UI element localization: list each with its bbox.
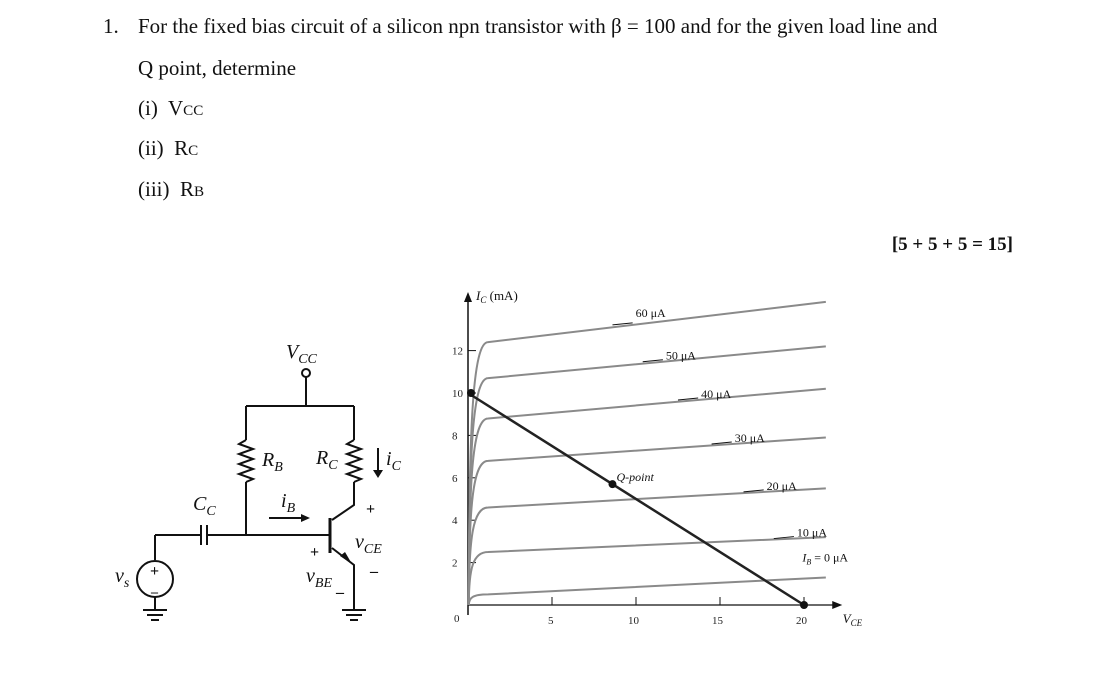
x-axis-arrow — [832, 601, 843, 609]
part-i: (i) VCC — [138, 96, 203, 121]
part-ii-var: R — [174, 136, 189, 160]
vbe-plus: + — [310, 544, 319, 561]
ib-curve-label-1: 10 μA — [797, 526, 827, 540]
x-tick-label-20: 20 — [796, 615, 808, 627]
y-axis-label: IC (mA) — [475, 288, 518, 305]
chart-axes: IC (mA) VCE 2 4 6 8 10 12 0 5 10 15 20 — [452, 288, 863, 628]
question-line-1: For the fixed bias circuit of a silicon … — [138, 14, 938, 38]
part-i-label: (i) — [138, 96, 158, 120]
ib-curve-4 — [467, 387, 826, 606]
load-line — [467, 391, 805, 607]
part-i-var: V — [167, 96, 184, 120]
collector-wire — [331, 482, 355, 521]
source-ground — [143, 609, 167, 621]
ib-curve-label-4: 40 μA — [701, 387, 731, 401]
load-line-end-y — [467, 389, 475, 397]
source-plus: + — [150, 563, 159, 580]
rb-label: RB — [261, 449, 283, 475]
part-ii-label: (ii) — [138, 136, 164, 160]
y-tick-label-12: 12 — [452, 346, 463, 358]
cc-label: CC — [193, 493, 216, 519]
chart-curves — [467, 300, 826, 606]
rc-resistor-zigzag — [344, 439, 364, 483]
rb-resistor-zigzag — [236, 439, 256, 483]
x-axis-label: VCE — [843, 611, 863, 628]
ib-curve-leader-4 — [677, 397, 699, 401]
ib-arrow-head — [301, 514, 310, 522]
ib-curve-label-0: IB = 0 μA — [801, 550, 848, 566]
ib-curve-leader-6 — [612, 322, 633, 326]
x-tick-label-10: 10 — [628, 615, 640, 627]
x-tick-label-5: 5 — [548, 615, 554, 627]
ib-curve-label-2: 20 μA — [767, 479, 797, 493]
vce-minus: – — [369, 563, 379, 580]
part-ii-sub: C — [188, 143, 199, 159]
vbe-minus: – — [335, 584, 345, 601]
y-tick-label-8: 8 — [452, 430, 458, 442]
vce-label: vCE — [355, 531, 382, 557]
emitter-wire — [331, 547, 355, 610]
question-line-2: Q point, determine — [138, 56, 297, 80]
emitter-ground — [342, 609, 366, 621]
marks-allocation: [5 + 5 + 5 = 15] — [891, 234, 1013, 255]
y-tick-label-10: 10 — [452, 388, 464, 400]
y-tick-label-4: 4 — [452, 515, 458, 527]
ib-curve-label-3: 30 μA — [735, 431, 765, 445]
part-iii: (iii) RB — [138, 177, 204, 202]
part-ii: (ii) RC — [138, 136, 198, 161]
ic-arrow-head — [373, 470, 383, 478]
vbe-label: vBE — [306, 565, 332, 591]
ib-curve-label-6: 60 μA — [636, 306, 666, 320]
chart-labels: IB = 0 μA 10 μA 20 μA 30 μA 40 μA 50 μA 60 μA — [612, 306, 848, 566]
ib-curve-6 — [467, 300, 826, 606]
y-axis-arrow — [464, 292, 472, 302]
vs-label: vs — [115, 565, 130, 591]
y-tick-label-6: 6 — [452, 473, 458, 485]
part-iii-var: R — [180, 177, 195, 201]
y-tick-label-2: 2 — [452, 558, 458, 570]
ib-label: iB — [281, 490, 296, 516]
ib-curve-leader-1 — [773, 536, 794, 540]
vcc-label: VCC — [286, 341, 318, 367]
origin-label: 0 — [454, 613, 460, 625]
source-minus: – — [150, 585, 159, 600]
question-number: 1. — [103, 14, 119, 38]
x-tick-label-15: 15 — [712, 615, 724, 627]
q-point-marker — [608, 480, 617, 489]
ib-curve-leader-2 — [743, 489, 764, 493]
chart-loadline: Q-point — [467, 389, 808, 609]
ib-curve-leader-5 — [642, 359, 663, 363]
rc-label: RC — [315, 447, 338, 473]
ib-curve-1 — [467, 536, 826, 606]
ib-curve-0 — [467, 576, 826, 606]
emitter-arrow-head — [340, 552, 352, 564]
ib-curve-leader-3 — [711, 441, 732, 445]
q-point-label: Q-point — [616, 470, 654, 484]
vce-plus: + — [366, 501, 375, 518]
ic-label: iC — [386, 448, 402, 474]
load-line-end-x — [800, 601, 808, 609]
ib-curve-label-5: 50 μA — [666, 349, 696, 363]
part-iii-sub: B — [194, 184, 205, 200]
part-i-sub: CC — [183, 103, 204, 119]
part-iii-label: (iii) — [138, 177, 170, 201]
